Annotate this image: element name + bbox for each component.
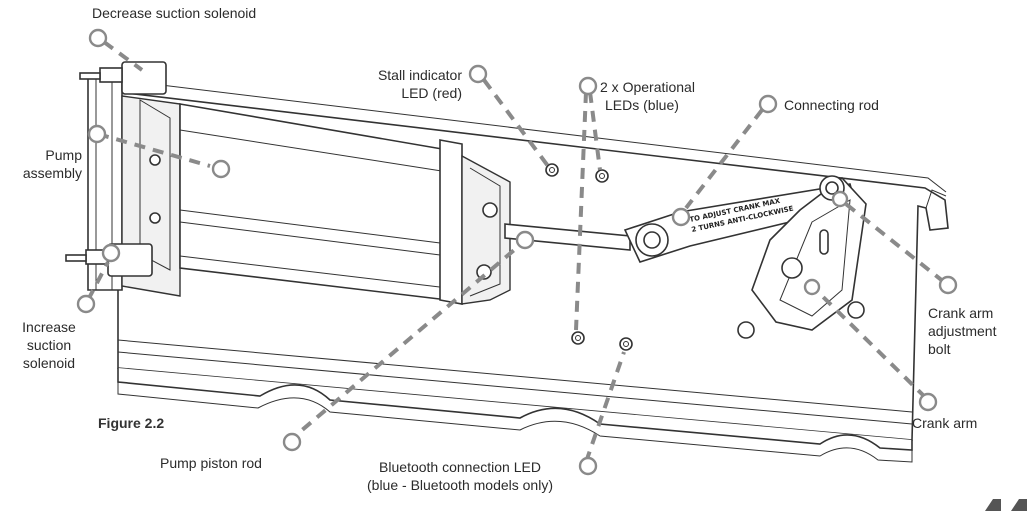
label-pump-piston-rod: Pump piston rod bbox=[160, 455, 262, 471]
leader-lines bbox=[86, 40, 946, 463]
label-pump-assembly-line1: Pump bbox=[45, 147, 82, 163]
label-crank-arm-adjustment-line1: Crank arm bbox=[928, 305, 994, 321]
corner-glyph bbox=[985, 499, 1027, 511]
label-decrease-suction-solenoid: Decrease suction solenoid bbox=[92, 5, 257, 21]
callout-circles bbox=[76, 28, 958, 476]
label-operational-leds-line2: LEDs (blue) bbox=[605, 97, 679, 113]
label-operational-leds: 2 x Operational LEDs (blue) bbox=[600, 78, 695, 114]
label-crank-arm: Crank arm bbox=[912, 415, 978, 431]
label-increase-suction-line3: solenoid bbox=[22, 355, 76, 371]
label-increase-suction-solenoid: Increase suction solenoid bbox=[16, 318, 82, 372]
label-increase-suction-line1: Increase bbox=[22, 319, 76, 335]
figure-caption: Figure 2.2 bbox=[98, 415, 165, 431]
label-stall-indicator-line2: LED (red) bbox=[401, 85, 462, 101]
page-corner-mark bbox=[941, 489, 1031, 511]
label-crank-arm-adjustment-line2: adjustment bbox=[928, 323, 997, 339]
label-pump-assembly-line2: assembly bbox=[22, 165, 82, 181]
crank-arm-drawing bbox=[737, 175, 867, 339]
label-stall-indicator-line1: Stall indicator bbox=[377, 67, 462, 83]
label-stall-indicator: Stall indicator LED (red) bbox=[340, 66, 462, 102]
leds bbox=[545, 163, 633, 351]
label-bluetooth-led-line1: Bluetooth connection LED bbox=[379, 459, 541, 475]
label-bluetooth-led-line2: (blue - Bluetooth models only) bbox=[367, 477, 553, 493]
label-pump-assembly: Pump assembly bbox=[0, 146, 82, 182]
label-connecting-rod: Connecting rod bbox=[784, 97, 879, 113]
label-crank-arm-adjustment-bolt: Crank arm adjustment bolt bbox=[928, 304, 996, 358]
label-operational-leds-line1: 2 x Operational bbox=[600, 79, 695, 95]
label-crank-arm-adjustment-line3: bolt bbox=[928, 341, 951, 357]
rod-drawing: TO ADJUST CRANK MAX 2 TURNS ANTI-CLOCKWI… bbox=[504, 183, 857, 263]
label-bluetooth-led: Bluetooth connection LED (blue - Bluetoo… bbox=[350, 458, 570, 494]
label-increase-suction-line2: suction bbox=[26, 337, 72, 353]
